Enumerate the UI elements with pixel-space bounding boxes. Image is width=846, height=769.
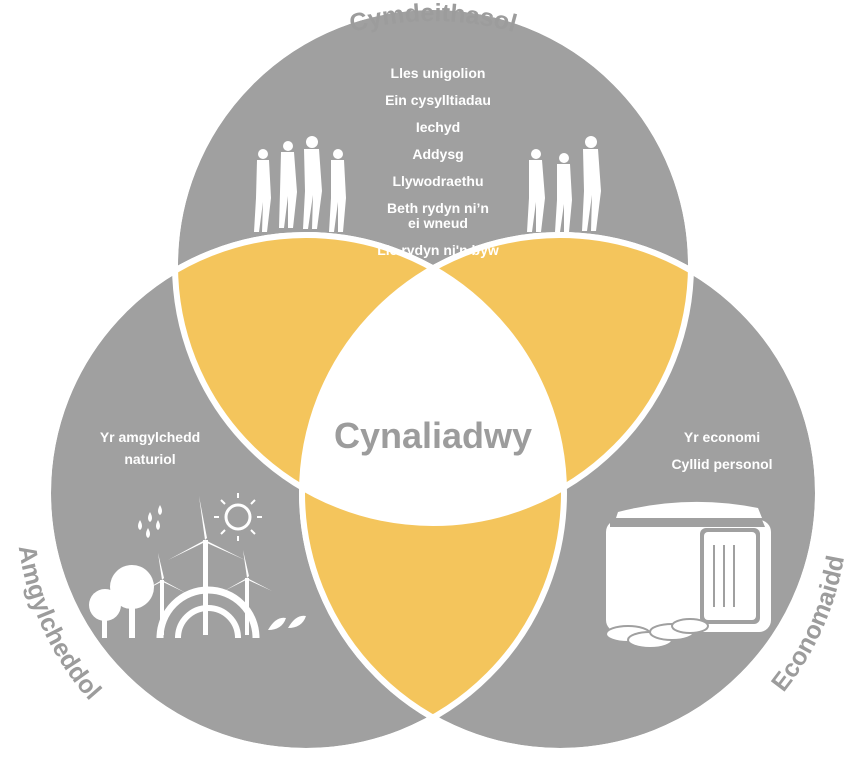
nature-wind-turbines-icon	[89, 493, 306, 639]
social-item: Iechyd	[416, 119, 460, 135]
social-item: ei wneud	[408, 215, 468, 231]
economic-item: Yr economi	[684, 429, 760, 445]
social-item: Ein cysylltiadau	[385, 92, 491, 108]
social-item: Lles unigolion	[391, 65, 486, 81]
center-label: Cynaliadwy	[334, 415, 532, 456]
walking-people-icon	[254, 136, 346, 232]
environmental-item: naturiol	[124, 451, 175, 467]
walking-people-icon	[527, 136, 601, 232]
social-item: Addysg	[412, 146, 463, 162]
wallet-coins-icon	[605, 501, 771, 649]
economic-item: Cyllid personol	[671, 456, 772, 472]
social-item: Llywodraethu	[392, 173, 483, 189]
social-item: Lle rydyn ni'n byw	[377, 242, 499, 258]
environmental-item: Yr amgylchedd	[100, 429, 200, 445]
social-item: Beth rydyn ni’n	[387, 200, 489, 216]
